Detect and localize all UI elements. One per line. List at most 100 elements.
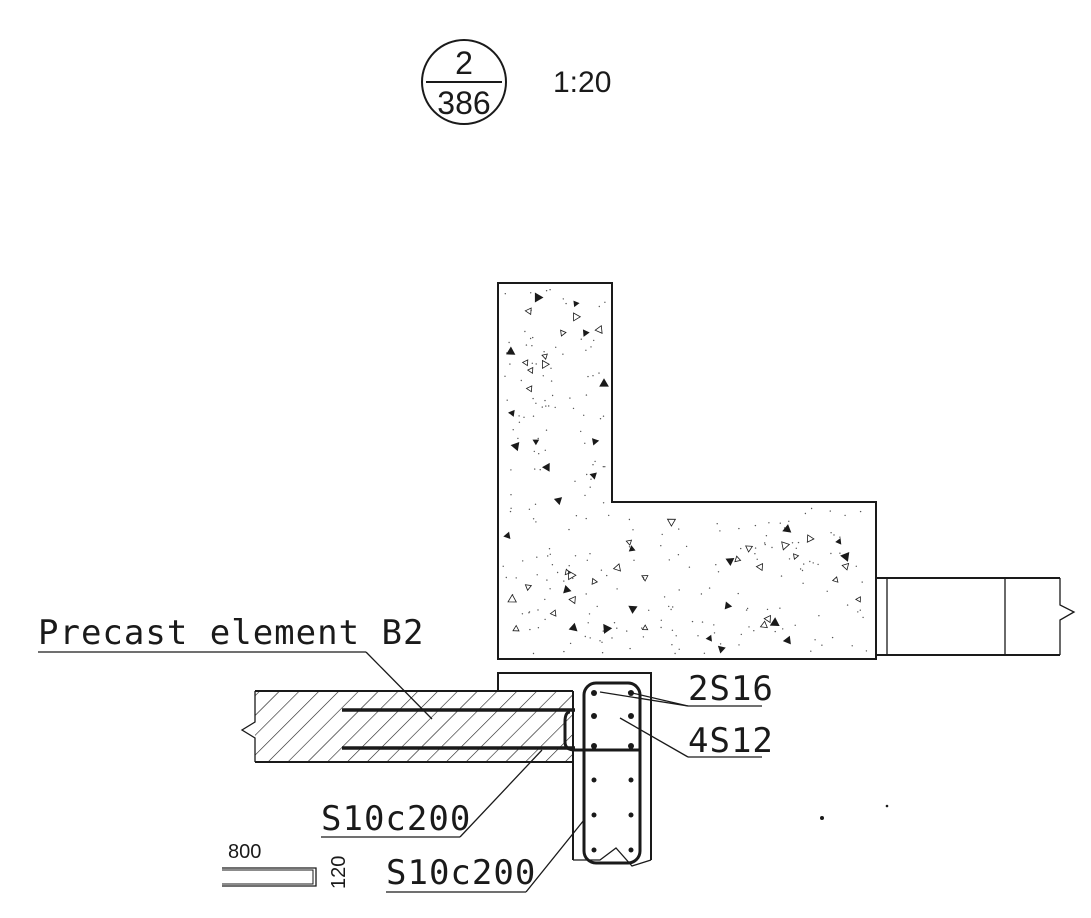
aggregate-dot <box>616 588 618 590</box>
aggregate-triangle <box>573 312 582 322</box>
aggregate-dot <box>563 650 565 653</box>
aggregate-dot <box>774 630 776 633</box>
aggregate-dot <box>506 399 508 401</box>
aggregate-dot <box>740 547 742 550</box>
aggregate-dot <box>585 394 588 396</box>
aggregate-triangle <box>553 497 563 506</box>
aggregate-dot <box>587 375 589 378</box>
aggregate-dot <box>585 593 587 595</box>
aggregate-dot <box>719 530 721 532</box>
aggregate-dot <box>641 627 643 629</box>
aggregate-dot <box>602 466 604 468</box>
aggregate-dot <box>691 620 694 623</box>
aggregate-dot <box>799 568 802 570</box>
aggregate-dot <box>671 629 674 631</box>
aggregate-dot <box>717 571 720 573</box>
aggregate-dot <box>670 608 672 611</box>
aggregate-dot <box>697 635 699 637</box>
bar-height-label: 120 <box>328 856 350 889</box>
aggregate-dot <box>599 418 602 420</box>
aggregate-triangle <box>641 624 649 631</box>
aggregate-dot <box>851 645 853 647</box>
aggregate-dot <box>518 415 520 417</box>
aggregate-dot <box>600 569 603 571</box>
aggregate-triangle <box>628 545 636 552</box>
aggregate-triangle <box>763 614 771 624</box>
aggregate-dot <box>859 510 862 513</box>
callout-stirrup-slab-label: S10c200 <box>321 799 471 839</box>
aggregate-dot <box>586 473 588 476</box>
stray-dot <box>820 816 824 820</box>
aggregate-dot <box>846 604 849 606</box>
aggregate-dot <box>539 469 541 471</box>
aggregate-dot <box>537 437 539 440</box>
aggregate-dot <box>779 607 781 609</box>
aggregate-dot <box>713 632 716 634</box>
aggregate-dot <box>544 598 546 601</box>
detail-number: 2 <box>455 45 473 81</box>
aggregate-dot <box>505 576 507 579</box>
aggregate-dot <box>535 363 537 365</box>
aggregate-triangle <box>573 300 580 308</box>
aggregate-dot <box>544 618 546 621</box>
aggregate-dot <box>542 375 544 377</box>
aggregate-triangle <box>666 518 677 527</box>
aggregate-dot <box>737 592 739 595</box>
aggregate-dot <box>530 292 532 294</box>
bar-shape-outline <box>222 867 317 887</box>
aggregate-dot <box>844 514 846 517</box>
aggregate-dot <box>642 636 645 638</box>
aggregate-dot <box>549 289 551 291</box>
aggregate-dot <box>531 345 533 347</box>
aggregate-dot <box>548 405 550 407</box>
aggregate-dot <box>544 399 546 402</box>
concrete-outline <box>497 282 877 660</box>
aggregate-dot <box>830 532 832 534</box>
aggregate-dot <box>584 494 586 497</box>
aggregate-dot <box>508 341 510 344</box>
aggregate-dot <box>545 405 547 407</box>
callout-stirrup-slab: S10c200 <box>321 749 543 839</box>
aggregate-dot <box>794 624 796 626</box>
aggregate-dot <box>764 543 766 546</box>
aggregate-dot <box>580 430 582 433</box>
aggregate-dot <box>535 521 537 523</box>
aggregate-dot <box>754 553 756 555</box>
aggregate-dot <box>532 397 534 400</box>
aggregate-triangle <box>526 366 534 375</box>
aggregate-triangle <box>782 635 791 645</box>
aggregate-dot <box>660 619 662 621</box>
aggregate-dot <box>602 415 605 417</box>
aggregate-dot <box>568 565 570 567</box>
aggregate-triangle <box>831 576 839 583</box>
aggregate-dot <box>572 577 574 580</box>
aggregate-dot <box>677 554 680 556</box>
aggregate-dot <box>569 397 571 399</box>
aggregate-triangle <box>854 596 861 603</box>
aggregate-dot <box>593 339 595 342</box>
aggregate-dot <box>745 609 748 611</box>
masonry-wall <box>876 577 1076 656</box>
aggregate-dot <box>550 367 552 369</box>
aggregate-dot <box>700 593 703 595</box>
aggregate-dot <box>545 290 548 292</box>
aggregate-dot <box>521 613 524 615</box>
aggregate-dot <box>549 588 551 590</box>
aggregate-triangle <box>564 568 572 576</box>
aggregate-dot <box>510 469 512 471</box>
aggregate-triangle <box>524 307 532 316</box>
support-block <box>497 672 652 760</box>
aggregate-dot <box>668 605 670 608</box>
aggregate-triangle <box>568 595 576 605</box>
aggregate-dot <box>678 648 680 650</box>
callout-2s16-label: 2S16 <box>688 669 774 709</box>
sheet-number: 386 <box>437 85 490 121</box>
callout-2s16: 2S16 <box>599 669 774 709</box>
aggregate-triangle <box>510 441 520 452</box>
aggregate-dot <box>821 644 823 646</box>
aggregate-dot <box>756 558 758 560</box>
beam-rebar-dots <box>591 690 634 853</box>
aggregate-dot <box>740 633 742 636</box>
aggregate-triangle <box>524 584 533 592</box>
